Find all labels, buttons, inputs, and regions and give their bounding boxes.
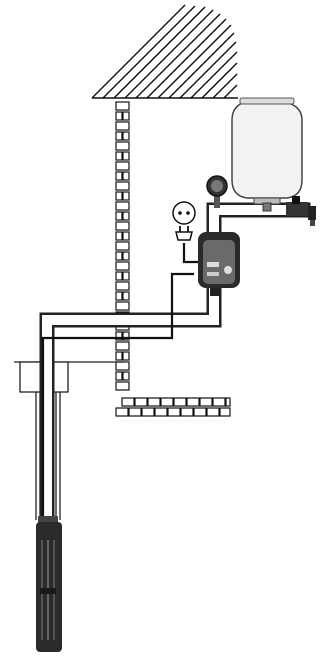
brick xyxy=(115,291,123,301)
brick-wall-icon xyxy=(115,101,130,391)
brick xyxy=(115,171,123,181)
brick xyxy=(154,407,168,417)
brick xyxy=(173,397,187,407)
well-icon xyxy=(14,361,124,520)
brick xyxy=(115,151,123,161)
brick xyxy=(115,191,123,201)
brick xyxy=(212,397,226,407)
brick xyxy=(115,381,130,391)
pressure-tank-icon xyxy=(231,97,303,212)
pipe-network xyxy=(39,202,311,528)
brick xyxy=(115,407,129,417)
brick xyxy=(122,371,130,381)
brick xyxy=(115,121,130,131)
brick xyxy=(115,131,123,141)
brick xyxy=(115,141,130,151)
plug-icon xyxy=(175,226,193,241)
brick xyxy=(206,407,220,417)
brick xyxy=(122,151,130,161)
brick xyxy=(180,407,194,417)
brick xyxy=(122,171,130,181)
brick xyxy=(160,397,174,407)
brick xyxy=(115,331,123,341)
brick xyxy=(128,407,142,417)
roof-hatch-icon xyxy=(91,4,238,99)
brick xyxy=(122,111,130,121)
brick xyxy=(122,131,130,141)
brick xyxy=(115,301,130,311)
brick xyxy=(134,397,148,407)
brick xyxy=(122,351,130,361)
brick xyxy=(122,331,130,341)
brick xyxy=(193,407,207,417)
brick xyxy=(199,397,213,407)
brick xyxy=(115,211,123,221)
brick xyxy=(115,361,130,371)
brick xyxy=(115,271,123,281)
brick xyxy=(115,241,130,251)
brick xyxy=(115,281,130,291)
brick xyxy=(122,271,130,281)
brick xyxy=(115,111,123,121)
brick xyxy=(186,397,200,407)
controller-icon xyxy=(198,232,240,296)
brick xyxy=(115,371,123,381)
brick xyxy=(115,181,130,191)
brick xyxy=(115,161,130,171)
brick xyxy=(115,251,123,261)
socket-icon xyxy=(172,201,196,225)
brick xyxy=(121,397,135,407)
brick xyxy=(225,397,231,407)
gauge-icon xyxy=(206,175,228,208)
brick xyxy=(122,231,130,241)
brick xyxy=(219,407,231,417)
brick xyxy=(141,407,155,417)
brick-floor-icon xyxy=(115,397,231,417)
brick xyxy=(147,397,161,407)
brick xyxy=(167,407,181,417)
brick xyxy=(115,201,130,211)
brick xyxy=(122,291,130,301)
brick xyxy=(122,191,130,201)
tap-icon xyxy=(286,196,316,226)
brick xyxy=(122,251,130,261)
brick xyxy=(115,351,123,361)
submersible-pump-icon xyxy=(36,516,62,652)
power-cable xyxy=(41,243,200,520)
brick xyxy=(122,211,130,221)
brick xyxy=(115,101,130,111)
brick xyxy=(115,221,130,231)
brick xyxy=(115,261,130,271)
brick xyxy=(115,231,123,241)
brick xyxy=(115,341,130,351)
